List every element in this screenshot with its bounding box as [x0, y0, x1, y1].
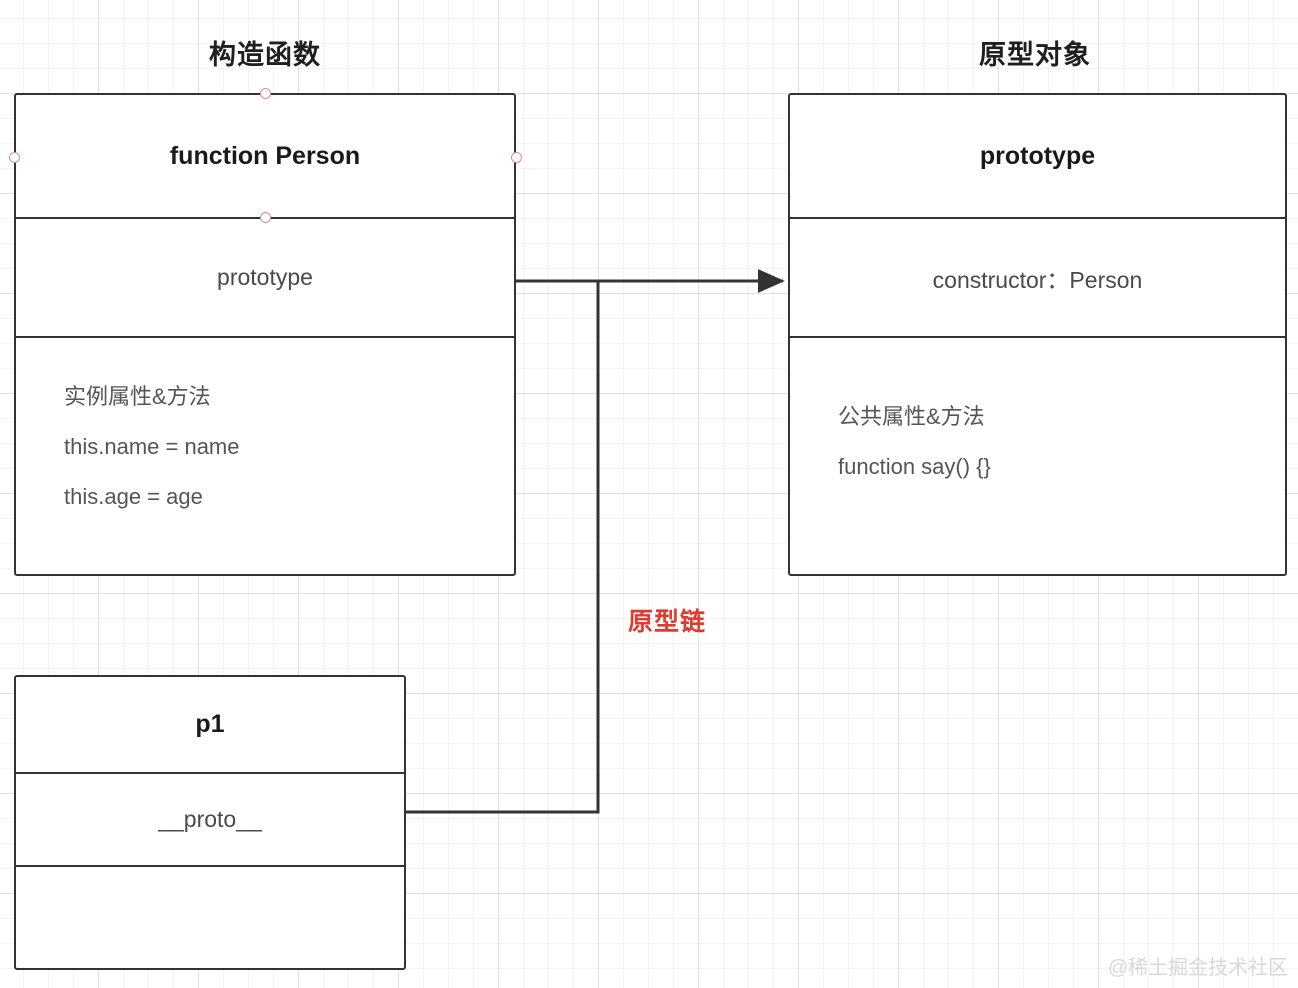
prototype-object-members-list: 公共属性&方法 function say() {} — [790, 406, 1285, 478]
function-person-prototype-label: prototype — [217, 264, 313, 290]
function-person-member-2: this.age = age — [64, 484, 203, 509]
prototype-object-members-row: 公共属性&方法 function say() {} — [790, 336, 1285, 573]
p1-header-label: p1 — [195, 710, 225, 738]
prototype-object-header-label: prototype — [979, 141, 1096, 170]
function-person-members-row: 实例属性&方法 this.name = name this.age = age — [16, 336, 514, 573]
node-p1[interactable]: p1 __proto__ — [14, 675, 406, 970]
function-person-member-1: this.name = name — [64, 434, 240, 459]
node-prototype-object[interactable]: prototype constructor：Person 公共属性&方法 fun… — [788, 93, 1287, 576]
function-person-header-row: function Person — [16, 95, 514, 217]
function-person-member-0: 实例属性&方法 — [64, 384, 211, 409]
p1-proto-row[interactable]: __proto__ — [16, 772, 404, 865]
p1-empty-row[interactable] — [16, 865, 404, 967]
prototype-object-member-1: function say() {} — [838, 454, 991, 479]
function-person-header-label: function Person — [169, 141, 361, 170]
handle-left-function-person[interactable] — [9, 152, 20, 163]
handle-middle-function-person[interactable] — [260, 212, 271, 223]
prototype-section-title: 原型对象 — [979, 40, 1091, 70]
prototype-object-header-row: prototype — [790, 95, 1285, 217]
constructor-section-title: 构造函数 — [209, 40, 321, 70]
prototype-object-member-0: 公共属性&方法 — [838, 404, 985, 429]
handle-top-function-person[interactable] — [260, 88, 271, 99]
p1-header-row: p1 — [16, 677, 404, 772]
watermark: @稀土掘金技术社区 — [1107, 957, 1288, 979]
prototype-object-constructor-row[interactable]: constructor：Person — [790, 217, 1285, 336]
p1-proto-label: __proto__ — [158, 806, 262, 832]
function-person-prototype-row[interactable]: prototype — [16, 217, 514, 336]
function-person-members-list: 实例属性&方法 this.name = name this.age = age — [16, 386, 514, 508]
prototype-chain-label: 原型链 — [628, 608, 707, 636]
handle-right-function-person[interactable] — [511, 152, 522, 163]
node-function-person[interactable]: function Person prototype 实例属性&方法 this.n… — [14, 93, 516, 576]
prototype-object-constructor-label: constructor：Person — [932, 266, 1143, 293]
